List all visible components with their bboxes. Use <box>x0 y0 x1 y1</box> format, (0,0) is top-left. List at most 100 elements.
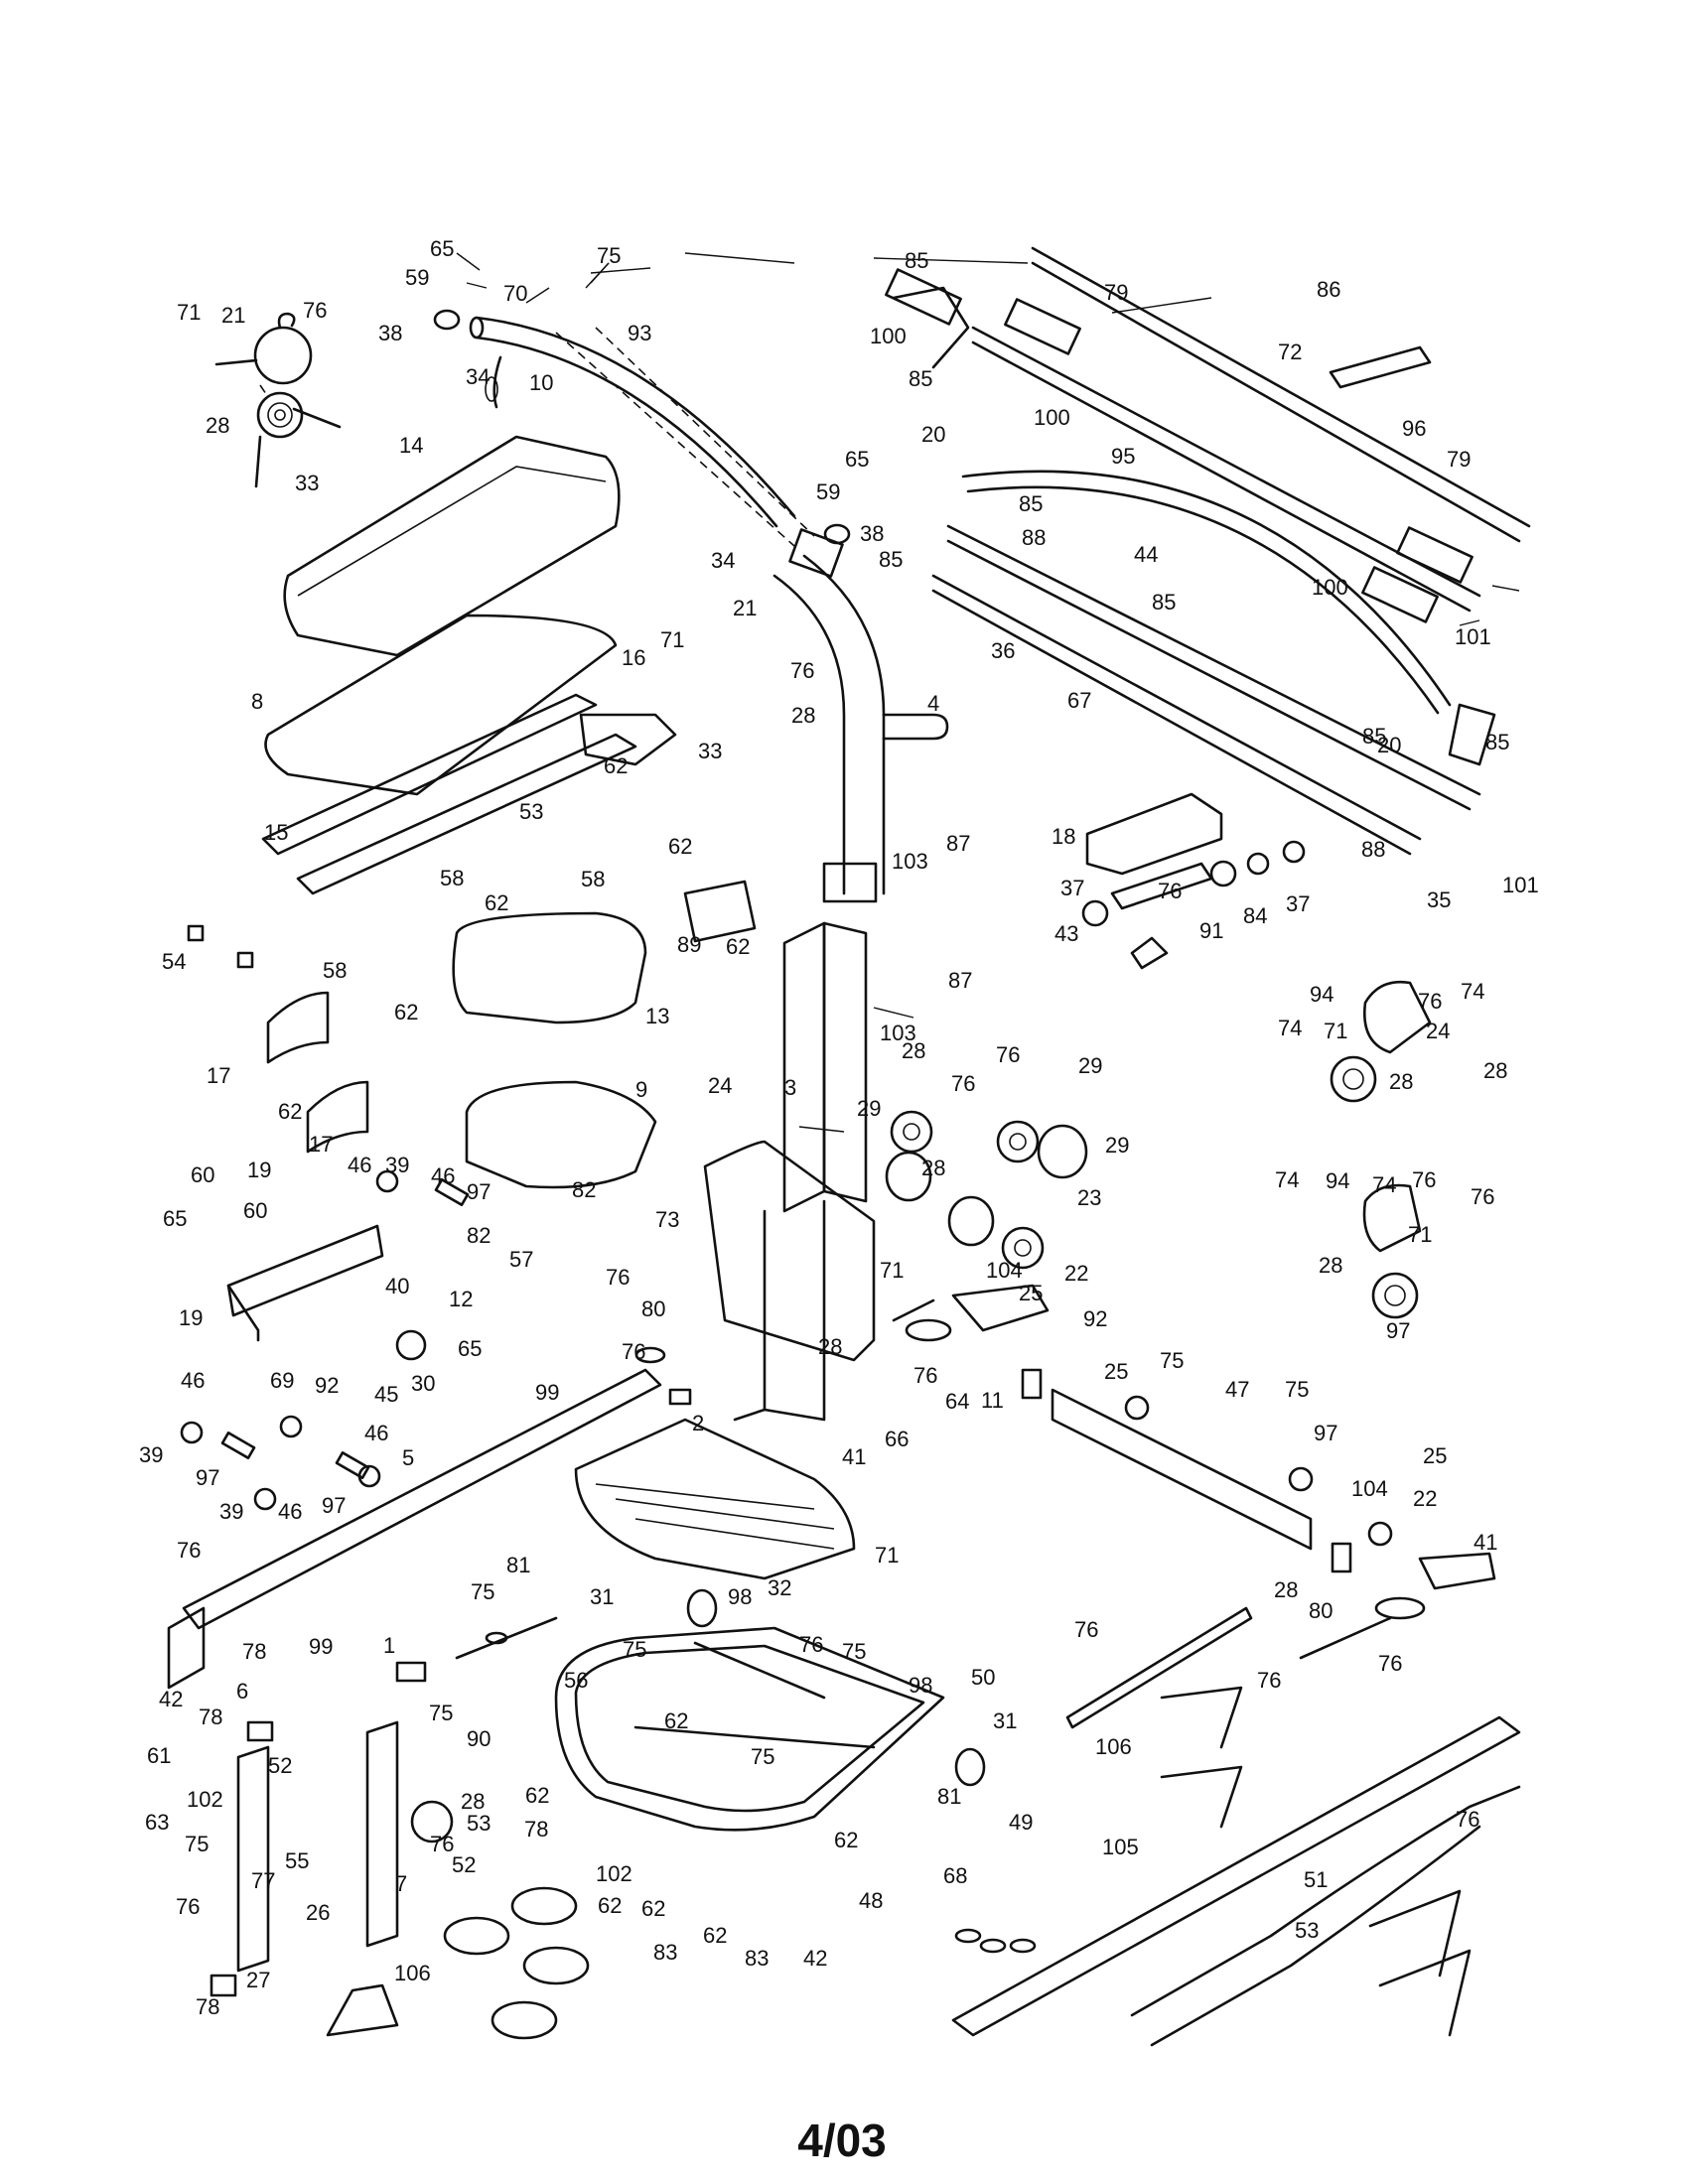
part-label: 20 <box>1377 733 1401 757</box>
part-label: 92 <box>315 1373 339 1398</box>
part-label: 76 <box>1074 1617 1098 1642</box>
part-label: 37 <box>1286 891 1310 916</box>
part-label: 66 <box>885 1427 909 1451</box>
part-label: 88 <box>1022 525 1046 550</box>
part-label: 98 <box>909 1673 932 1698</box>
part-label: 75 <box>597 243 621 268</box>
part-label: 75 <box>623 1637 646 1662</box>
part-label: 97 <box>196 1465 219 1490</box>
part-label: 9 <box>635 1077 647 1102</box>
part-label: 64 <box>945 1389 969 1414</box>
part-label: 25 <box>1104 1359 1128 1384</box>
part-label: 28 <box>1389 1069 1413 1094</box>
part-label: 40 <box>385 1274 409 1298</box>
part-label: 76 <box>176 1894 200 1919</box>
part-label: 17 <box>309 1132 333 1157</box>
part-label: 62 <box>834 1828 858 1852</box>
part-label: 62 <box>726 934 750 959</box>
part-label: 84 <box>1243 903 1267 928</box>
leader-lines <box>456 252 1520 1133</box>
part-label: 76 <box>1471 1184 1494 1209</box>
part-label: 3 <box>784 1075 796 1100</box>
part-label: 34 <box>711 548 735 573</box>
part-label: 65 <box>430 236 454 261</box>
uprights-left <box>210 1661 454 1997</box>
part-label: 46 <box>181 1368 205 1393</box>
part-label: 88 <box>1361 837 1385 862</box>
part-label: 10 <box>529 370 553 395</box>
part-label: 100 <box>1312 575 1348 600</box>
bow-44 <box>961 470 1452 715</box>
part-label: 22 <box>1064 1261 1088 1286</box>
part-label: 106 <box>394 1961 431 1985</box>
part-label: 92 <box>1083 1306 1107 1331</box>
part-label: 71 <box>1408 1222 1432 1247</box>
part-label: 37 <box>1060 876 1084 900</box>
top-arm <box>433 309 851 547</box>
part-label: 85 <box>1152 590 1176 614</box>
part-label: 72 <box>1278 340 1302 364</box>
part-label: 102 <box>596 1861 632 1886</box>
part-label: 87 <box>946 831 970 856</box>
part-label: 46 <box>364 1421 388 1445</box>
part-label: 74 <box>1372 1172 1396 1197</box>
part-label: 63 <box>145 1810 169 1835</box>
part-label: 85 <box>1362 724 1386 749</box>
foam-rollers <box>443 1886 590 2040</box>
part-label: 29 <box>1105 1133 1129 1158</box>
part-label: 41 <box>842 1444 866 1469</box>
part-label: 31 <box>590 1584 614 1609</box>
part-label: 23 <box>1077 1185 1101 1210</box>
part-labels: 65 59 70 75 38 93 10 34 21 76 71 28 33 1… <box>139 236 1539 2019</box>
part-label: 42 <box>803 1946 827 1971</box>
part-label: 97 <box>322 1493 346 1518</box>
main-frame <box>733 921 868 1422</box>
part-label: 18 <box>1052 824 1075 849</box>
part-label: 28 <box>461 1789 485 1814</box>
arm-assembly-12 <box>180 1169 470 1511</box>
part-label: 76 <box>303 298 327 323</box>
part-label: 16 <box>622 645 645 670</box>
part-label: 85 <box>1019 491 1043 516</box>
part-label: 75 <box>842 1639 866 1664</box>
part-label: 102 <box>187 1787 223 1812</box>
seat-brackets-17 <box>266 991 369 1154</box>
part-label: 74 <box>1275 1167 1299 1192</box>
part-label: 85 <box>879 547 903 572</box>
part-label: 91 <box>1199 918 1223 943</box>
part-label: 60 <box>243 1198 267 1223</box>
part-label: 28 <box>206 413 229 438</box>
part-label: 47 <box>1225 1377 1249 1402</box>
part-label: 87 <box>948 968 972 993</box>
part-label: 33 <box>698 739 722 763</box>
part-label: 74 <box>1278 1016 1302 1040</box>
part-label: 68 <box>943 1863 967 1888</box>
part-label: 49 <box>1009 1810 1033 1835</box>
part-label: 75 <box>185 1832 209 1856</box>
part-label: 12 <box>449 1287 473 1311</box>
part-label: 85 <box>909 366 932 391</box>
part-label: 62 <box>598 1893 622 1918</box>
part-label: 61 <box>147 1743 171 1768</box>
part-label: 99 <box>309 1634 333 1659</box>
part-label: 76 <box>1158 879 1182 903</box>
part-label: 53 <box>467 1811 491 1836</box>
part-label: 101 <box>1455 624 1491 649</box>
part-label: 104 <box>986 1258 1023 1283</box>
base-block-27 <box>326 1983 399 2037</box>
grips-100 <box>885 268 1474 623</box>
part-label: 43 <box>1054 921 1078 946</box>
part-label: 71 <box>880 1258 904 1283</box>
part-label: 83 <box>745 1946 769 1971</box>
base-rail-5 <box>167 1346 692 1690</box>
part-label: 76 <box>622 1339 645 1364</box>
part-label: 29 <box>1078 1053 1102 1078</box>
part-label: 28 <box>1319 1253 1342 1278</box>
part-label: 19 <box>179 1305 203 1330</box>
part-label: 70 <box>503 281 527 306</box>
weight-holder-35 <box>1085 792 1223 876</box>
bracket-72 <box>1329 345 1432 389</box>
back-pad <box>283 435 621 657</box>
part-label: 30 <box>411 1371 435 1396</box>
